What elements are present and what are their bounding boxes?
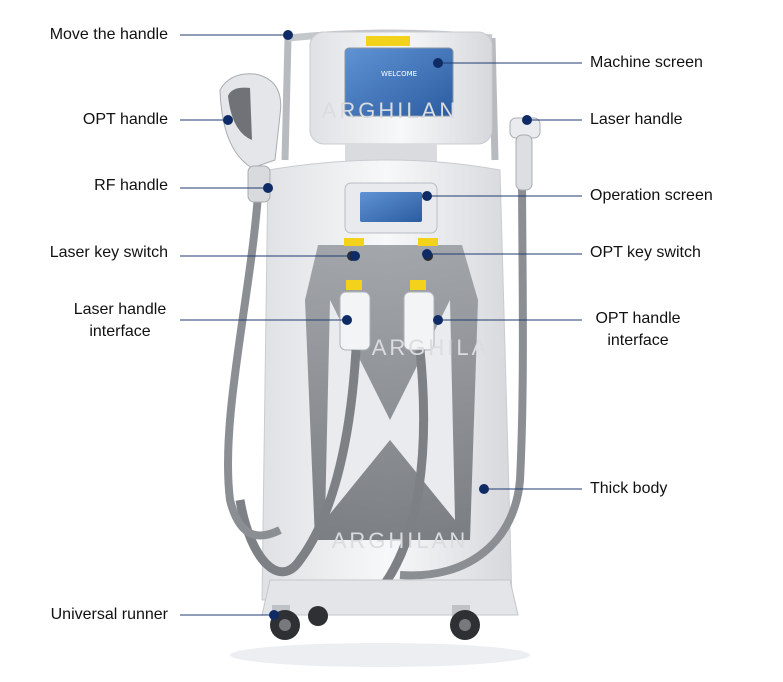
laser-cable	[235, 349, 361, 577]
laser-handle-shape	[515, 134, 533, 191]
laser-handle-cable	[399, 169, 527, 580]
opt-key-sticker	[418, 238, 438, 246]
label-machine-screen: Machine screen	[590, 54, 703, 71]
screen-welcome-text: WELCOME	[381, 70, 417, 78]
watermark-bottom: ARGHILAN	[332, 528, 468, 553]
opt-interface-sticker	[410, 280, 426, 290]
machine-base	[261, 579, 519, 616]
rf-cable	[224, 194, 282, 540]
label-universal-runner: Universal runner	[50, 606, 168, 623]
opt-handle-grip	[228, 87, 252, 140]
label-laser-handle: Laser handle	[590, 111, 683, 128]
label-opt-handle-interface: OPT handle interface	[595, 310, 681, 349]
watermark-top: ARGHILAN	[322, 98, 458, 123]
operation-screen	[360, 192, 422, 222]
label-move-handle: Move the handle	[49, 26, 168, 43]
machine-screen	[344, 47, 454, 117]
label-opt-key-switch: OPT key switch	[590, 244, 701, 261]
watermark-middle: ARGHILAN	[372, 335, 508, 360]
label-rf-handle: RF handle	[94, 177, 168, 194]
callout-dots	[223, 30, 532, 620]
callout-lines	[180, 34, 582, 616]
label-operation-screen: Operation screen	[590, 187, 713, 204]
label-thick-body: Thick body	[590, 480, 668, 497]
laser-key-sticker	[344, 238, 364, 246]
label-laser-key-switch: Laser key switch	[49, 244, 168, 261]
laser-interface-sticker	[346, 280, 362, 290]
floor-shadow	[230, 643, 530, 667]
label-opt-handle: OPT handle	[82, 111, 168, 128]
screen-warning-sticker	[366, 36, 410, 46]
label-laser-handle-interface: Laser handle interface	[73, 301, 167, 340]
